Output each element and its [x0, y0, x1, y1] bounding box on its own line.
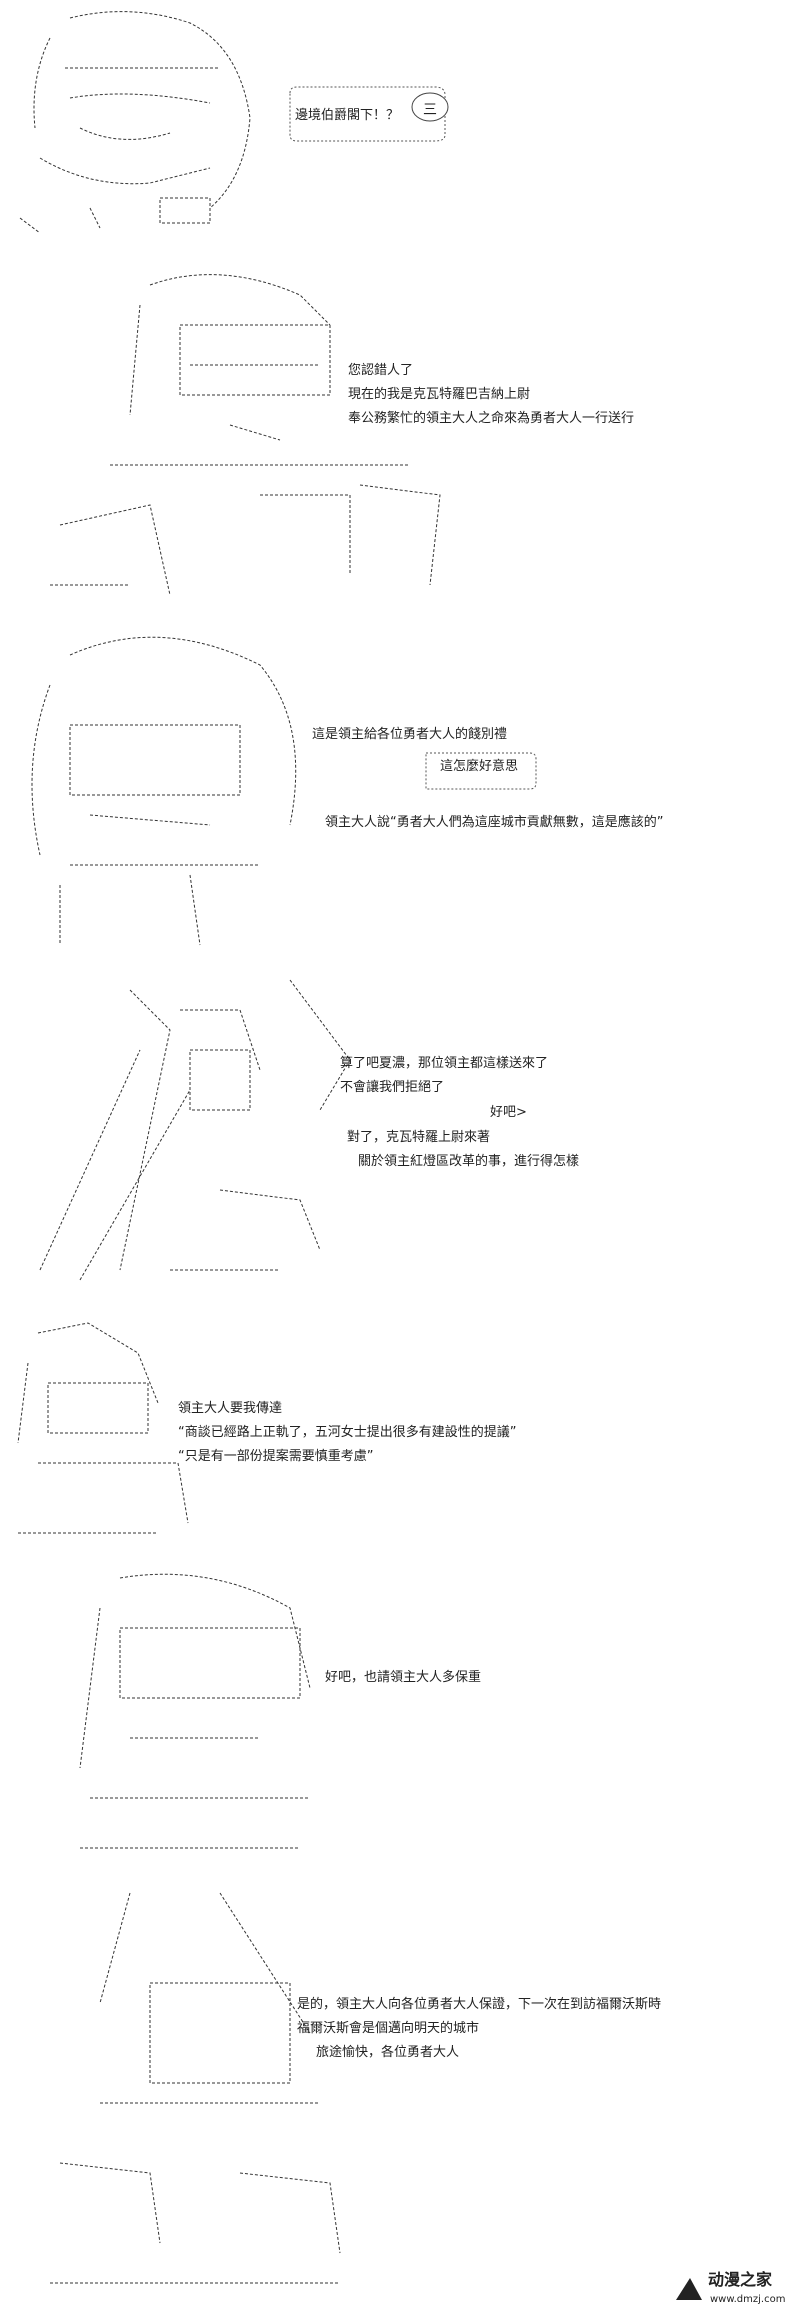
- panel-1: 邊境伯爵閣下！？ 三: [0, 0, 800, 250]
- panel-3: 這是領主給各位勇者大人的餞別禮 這怎麼好意思 領主大人說“勇者大人們為這座城市貢…: [0, 615, 800, 955]
- panel-2: 您認錯人了 現在的我是克瓦特羅巴吉納上尉 奉公務繁忙的領主大人之命來為勇者大人一…: [0, 255, 800, 605]
- panel-4: 算了吧夏濃，那位領主都這樣送來了 不會讓我們拒絕了 好吧> 對了，克瓦特羅上尉來…: [0, 960, 800, 1295]
- ascii-art-character: [8, 1313, 208, 1543]
- dialogue-line: 是的，領主大人向各位勇者大人保證，下一次在到訪福爾沃斯時: [297, 1997, 662, 2012]
- dialogue-line: 領主大人說“勇者大人們為這座城市貢獻無數，這是應該的”: [325, 815, 664, 830]
- panel-7: 是的，領主大人向各位勇者大人保證，下一次在到訪福爾沃斯時 福爾沃斯會是個邁向明天…: [0, 1875, 800, 2316]
- dialogue-line: 福爾沃斯會是個邁向明天的城市: [297, 2021, 480, 2036]
- dialogue-line: 不會讓我們拒絕了: [340, 1080, 445, 1095]
- bubble-symbol: 三: [423, 102, 437, 118]
- logo-mark-icon: [676, 2278, 702, 2300]
- ascii-art-character: [40, 1883, 360, 2293]
- dialogue-line: 好吧，也請領主大人多保重: [325, 1670, 482, 1685]
- dialogue-line: 現在的我是克瓦特羅巴吉納上尉: [348, 387, 531, 402]
- dialogue-line: 這怎麼好意思: [440, 759, 519, 774]
- dialogue-line: 邊境伯爵閣下！？: [295, 108, 400, 123]
- speech-bubble: [420, 747, 540, 793]
- site-watermark: 动漫之家 www.dmzj.com: [672, 2270, 792, 2310]
- dialogue-line: 領主大人要我傳達: [178, 1401, 283, 1416]
- dialogue-line: “只是有一部份提案需要慎重考慮”: [178, 1449, 374, 1464]
- ascii-art-character: [20, 970, 360, 1290]
- dialogue-line: “商談已經路上正軌了，五河女士提出很多有建設性的提議”: [178, 1425, 517, 1440]
- ascii-art-character: [10, 8, 270, 238]
- ascii-art-character: [10, 625, 310, 955]
- dialogue-line: 對了，克瓦特羅上尉來著: [347, 1130, 491, 1145]
- ascii-art-character: [30, 265, 450, 605]
- dialogue-line: 好吧>: [490, 1105, 527, 1120]
- watermark-site: 动漫之家: [708, 2270, 773, 2289]
- panel-6: 好吧，也請領主大人多保重: [0, 1560, 800, 1865]
- watermark-url: www.dmzj.com: [710, 2294, 786, 2305]
- panel-5: 領主大人要我傳達 “商談已經路上正軌了，五河女士提出很多有建設性的提議” “只是…: [0, 1305, 800, 1550]
- dialogue-line: 旅途愉快，各位勇者大人: [316, 2045, 460, 2060]
- dialogue-line: 奉公務繁忙的領主大人之命來為勇者大人一行送行: [348, 411, 635, 426]
- dialogue-line: 您認錯人了: [348, 363, 414, 378]
- ascii-art-character: [60, 1568, 330, 1858]
- speech-bubble: [285, 85, 465, 145]
- dialogue-line: 這是領主給各位勇者大人的餞別禮: [312, 727, 508, 742]
- dialogue-line: 算了吧夏濃，那位領主都這樣送來了: [340, 1056, 549, 1071]
- dialogue-line: 關於領主紅燈區改革的事，進行得怎樣: [358, 1154, 580, 1169]
